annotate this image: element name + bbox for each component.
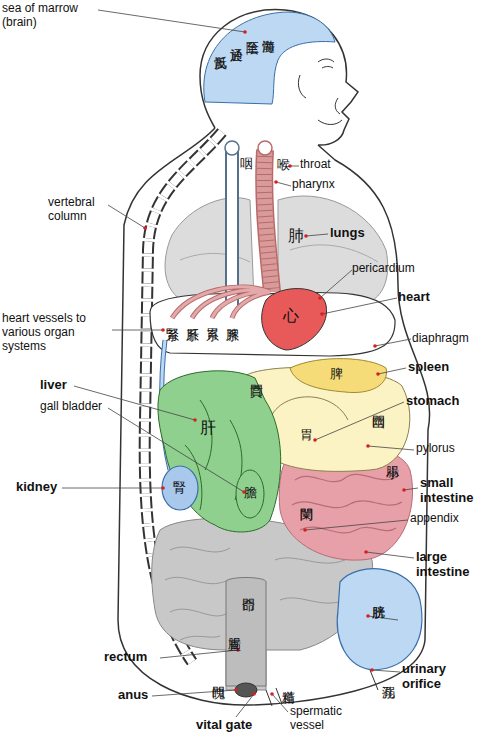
tube-opening bbox=[258, 141, 272, 155]
chinese-label: 腎 bbox=[173, 481, 186, 494]
pharynx-tube bbox=[225, 148, 239, 305]
leader-lines bbox=[62, 10, 418, 717]
part-label: urinary orifice bbox=[402, 662, 482, 692]
part-label: spermatic vessel bbox=[290, 705, 355, 733]
trachea bbox=[264, 150, 272, 292]
heart-vessel bbox=[172, 287, 270, 318]
part-label: lungs bbox=[330, 226, 365, 241]
chinese-label: 脾 bbox=[330, 367, 343, 380]
part-label: pericardium bbox=[352, 262, 415, 276]
part-label: diaphragm bbox=[412, 332, 469, 346]
part-label: liver bbox=[40, 378, 67, 393]
pharynx-tube bbox=[227, 148, 237, 305]
face-detail bbox=[298, 59, 342, 125]
liver bbox=[158, 371, 281, 532]
intestine-coil bbox=[292, 474, 402, 533]
anus bbox=[235, 683, 257, 697]
part-label: vital gate bbox=[196, 718, 252, 733]
part-label: sea of marrow (brain) bbox=[2, 2, 97, 30]
heart-vessel bbox=[172, 287, 270, 318]
part-label: appendix bbox=[410, 512, 459, 526]
head-outline bbox=[200, 10, 358, 145]
trachea-rings bbox=[264, 150, 272, 292]
part-label: throat bbox=[300, 158, 331, 172]
chinese-label: 咽 bbox=[240, 157, 253, 170]
part-label: heart vessels to various organ systems bbox=[2, 312, 122, 353]
part-label: gall bladder bbox=[40, 400, 102, 414]
chinese-label: 胃 bbox=[300, 428, 313, 441]
part-label: rectum bbox=[104, 650, 147, 665]
stomach-inner bbox=[268, 397, 348, 430]
part-label: anus bbox=[118, 688, 148, 703]
part-label: kidney bbox=[16, 480, 57, 495]
lung-lobe bbox=[180, 245, 378, 262]
chinese-label: 肺 bbox=[288, 228, 304, 244]
part-label: pharynx bbox=[292, 178, 335, 192]
brain-region bbox=[204, 12, 335, 104]
tube-opening bbox=[225, 141, 239, 155]
part-label: heart bbox=[398, 290, 430, 305]
trachea bbox=[264, 150, 272, 292]
part-label: small intestine bbox=[420, 476, 495, 506]
part-label: pylorus bbox=[416, 442, 455, 456]
chinese-label: 心 bbox=[283, 308, 299, 324]
body-outline bbox=[118, 128, 430, 705]
bladder bbox=[337, 569, 422, 670]
gall-bladder bbox=[236, 470, 264, 518]
part-label: vertebral column bbox=[48, 196, 120, 224]
part-label: stomach bbox=[406, 394, 459, 409]
chinese-label: 膽 bbox=[244, 486, 257, 499]
spleen bbox=[290, 359, 387, 393]
heart bbox=[262, 289, 327, 350]
rectum bbox=[226, 578, 266, 687]
part-label: large intestine bbox=[416, 550, 491, 580]
spermatic-line bbox=[266, 670, 378, 706]
chinese-label: 肝 bbox=[200, 420, 216, 436]
chinese-label: 喉 bbox=[277, 158, 290, 171]
kidney bbox=[162, 466, 198, 510]
part-label: spleen bbox=[408, 360, 449, 375]
leader-dots bbox=[143, 30, 406, 696]
